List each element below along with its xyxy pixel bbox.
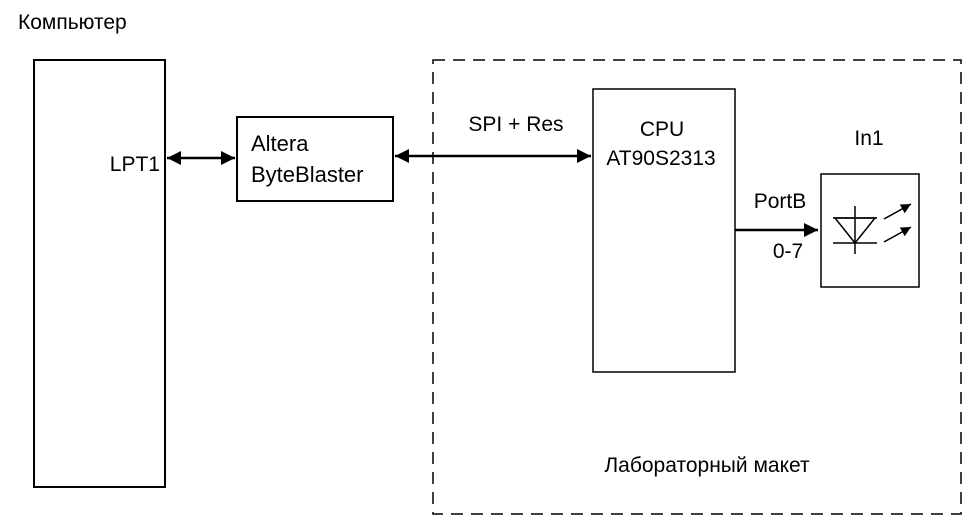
computer-block bbox=[33, 59, 166, 488]
led-block bbox=[820, 173, 920, 288]
byteblaster-label-line1: Altera bbox=[251, 131, 309, 156]
cpu-label-line2: AT90S2313 bbox=[606, 147, 715, 170]
byteblaster-label-line2: ByteBlaster bbox=[251, 162, 364, 187]
portb-label: PortB bbox=[754, 190, 807, 213]
portb-bits-label: 0-7 bbox=[773, 240, 803, 263]
computer-title: Компьютер bbox=[18, 11, 127, 34]
lpt1-label: LPT1 bbox=[110, 153, 160, 176]
led-label: In1 bbox=[854, 127, 883, 150]
byteblaster-block bbox=[236, 116, 394, 202]
spi-link-label: SPI + Res bbox=[468, 113, 563, 136]
lab-board-title: Лабораторный макет bbox=[604, 454, 810, 477]
cpu-label-line1: CPU bbox=[640, 118, 684, 141]
led-icon bbox=[833, 203, 912, 254]
lab-board-boundary bbox=[432, 59, 962, 515]
